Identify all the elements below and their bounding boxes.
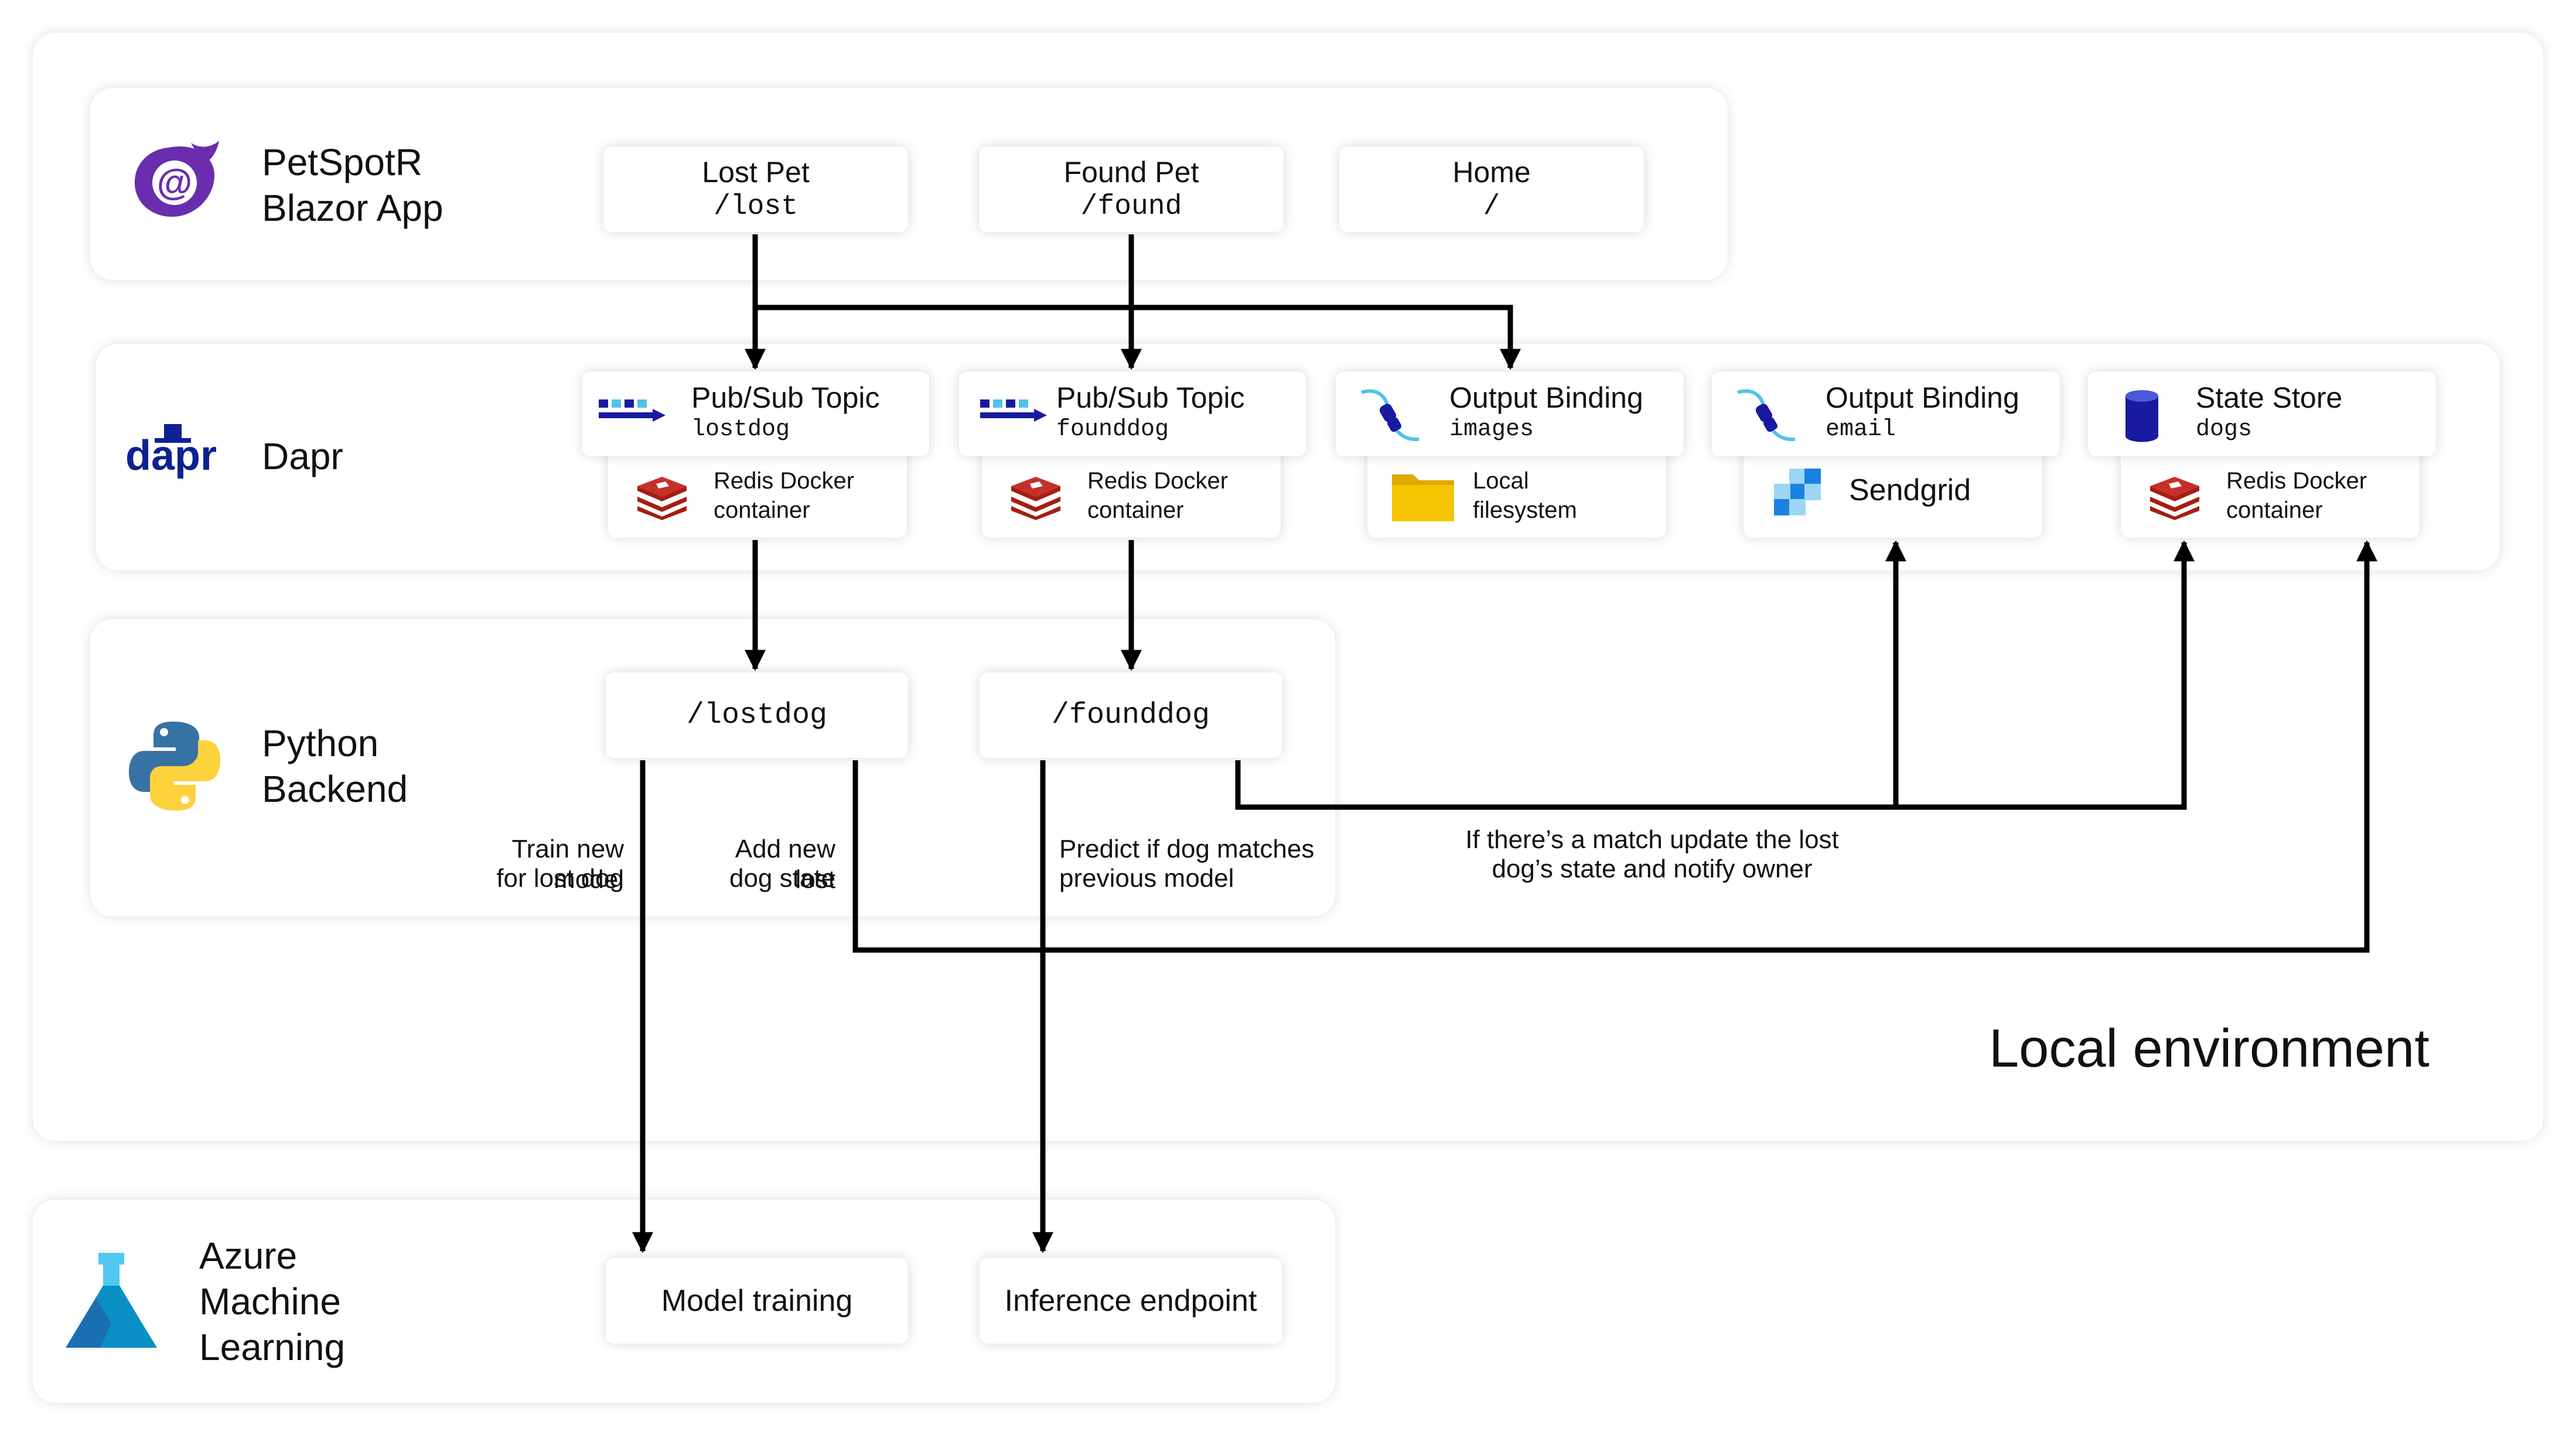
label-predict-line2: previous model (1059, 864, 1234, 893)
blazor-title-line1: PetSpotR (262, 141, 422, 183)
component-state-store-dogs[interactable]: State Store dogs (2088, 371, 2436, 456)
backing-redis-founddog-line2: container (1087, 497, 1184, 523)
environment-label: Local environment (1989, 1019, 2430, 1078)
page-found[interactable]: Found Pet /found (979, 146, 1284, 232)
page-lost-route: /lost (713, 191, 799, 223)
blazor-title-line2: Blazor App (262, 187, 443, 229)
component-binding-email-name: email (1826, 416, 1896, 443)
backing-redis-lostdog: Redis Docker container (608, 449, 907, 538)
backing-local-filesystem-line1: Local (1473, 468, 1529, 494)
pubsub-icon (599, 399, 666, 422)
label-train-line2: for lost dog (496, 864, 624, 893)
component-pubsub-lostdog-name: lostdog (691, 416, 790, 443)
component-state-store-dogs-type: State Store (2196, 381, 2343, 414)
binding-icon (1737, 389, 1796, 442)
blazor-icon: @ (134, 141, 219, 217)
component-pubsub-lostdog[interactable]: Pub/Sub Topic lostdog (582, 371, 929, 456)
azure-title-line1: Azure (199, 1235, 298, 1277)
python-title-line1: Python (262, 722, 379, 764)
azure-title-line2: Machine (199, 1280, 341, 1323)
component-pubsub-founddog-name: founddog (1056, 416, 1169, 443)
page-lost-name: Lost Pet (702, 156, 810, 189)
page-home-route: / (1483, 191, 1500, 223)
label-predict-line1: Predict if dog matches (1059, 835, 1315, 863)
component-binding-images-name: images (1449, 416, 1534, 443)
backing-redis-founddog: Redis Docker container (982, 449, 1281, 538)
azure-title-line3: Learning (199, 1326, 346, 1368)
azure-ml-icon (66, 1253, 157, 1348)
service-model-training[interactable]: Model training (606, 1258, 908, 1344)
page-found-name: Found Pet (1063, 156, 1199, 189)
component-binding-email[interactable]: Output Binding email (1712, 371, 2060, 456)
backing-redis-lostdog-line2: container (714, 497, 810, 523)
redis-icon (2150, 477, 2199, 520)
endpoint-lostdog[interactable]: /lostdog (606, 672, 908, 758)
arrow-founddog-to-state-store (1235, 540, 2195, 810)
folder-icon (1392, 474, 1454, 521)
service-inference-endpoint[interactable]: Inference endpoint (980, 1258, 1282, 1344)
svg-text:@: @ (157, 162, 192, 203)
component-binding-images-type: Output Binding (1449, 381, 1643, 414)
component-pubsub-founddog-type: Pub/Sub Topic (1056, 381, 1245, 414)
component-state-store-dogs-name: dogs (2196, 416, 2253, 443)
backing-redis-dogs-line1: Redis Docker (2226, 468, 2367, 494)
service-model-training-label: Model training (661, 1284, 853, 1318)
sendgrid-icon (1774, 469, 1821, 515)
dapr-logo-icon: dapr (125, 424, 217, 479)
component-pubsub-lostdog-type: Pub/Sub Topic (691, 381, 880, 414)
redis-icon (1011, 477, 1060, 520)
label-match-line2: dog’s state and notify owner (1492, 855, 1813, 883)
backing-redis-dogs-line2: container (2226, 497, 2323, 523)
arrow-lostdog-to-state-store (852, 540, 2377, 953)
backing-redis-founddog-line1: Redis Docker (1087, 468, 1229, 494)
python-title-line2: Backend (262, 768, 408, 810)
pubsub-icon (980, 399, 1047, 422)
python-icon (129, 722, 220, 811)
component-pubsub-founddog[interactable]: Pub/Sub Topic founddog (959, 371, 1306, 456)
label-add-line1: Add new lost (735, 835, 835, 894)
backing-redis-lostdog-line1: Redis Docker (714, 468, 855, 494)
endpoint-lostdog-label: /lostdog (686, 699, 828, 732)
component-binding-images[interactable]: Output Binding images (1336, 371, 1684, 456)
backing-local-filesystem: Local filesystem (1367, 449, 1666, 538)
state-store-icon (2125, 390, 2158, 442)
backing-sendgrid-name: Sendgrid (1849, 473, 1971, 507)
label-add-line2: dog state (729, 864, 835, 893)
endpoint-founddog-label: /founddog (1051, 699, 1210, 732)
arrow-pages-to-images-binding (755, 305, 1521, 370)
endpoint-founddog[interactable]: /founddog (980, 672, 1282, 758)
service-inference-endpoint-label: Inference endpoint (1004, 1284, 1257, 1318)
page-found-route: /found (1080, 191, 1182, 223)
dapr-title: Dapr (262, 435, 343, 477)
page-lost[interactable]: Lost Pet /lost (603, 146, 908, 232)
backing-redis-dogs: Redis Docker container (2121, 449, 2420, 538)
page-home[interactable]: Home / (1339, 146, 1644, 232)
backing-sendgrid: Sendgrid (1744, 449, 2042, 538)
component-binding-email-type: Output Binding (1826, 381, 2019, 414)
backing-local-filesystem-line2: filesystem (1473, 497, 1577, 523)
svg-text:dapr: dapr (125, 432, 217, 479)
binding-icon (1361, 389, 1420, 442)
redis-icon (637, 477, 687, 520)
label-match-line1: If there’s a match update the lost (1465, 825, 1839, 854)
page-home-name: Home (1452, 156, 1531, 189)
label-train-line1: Train new model (511, 835, 624, 894)
